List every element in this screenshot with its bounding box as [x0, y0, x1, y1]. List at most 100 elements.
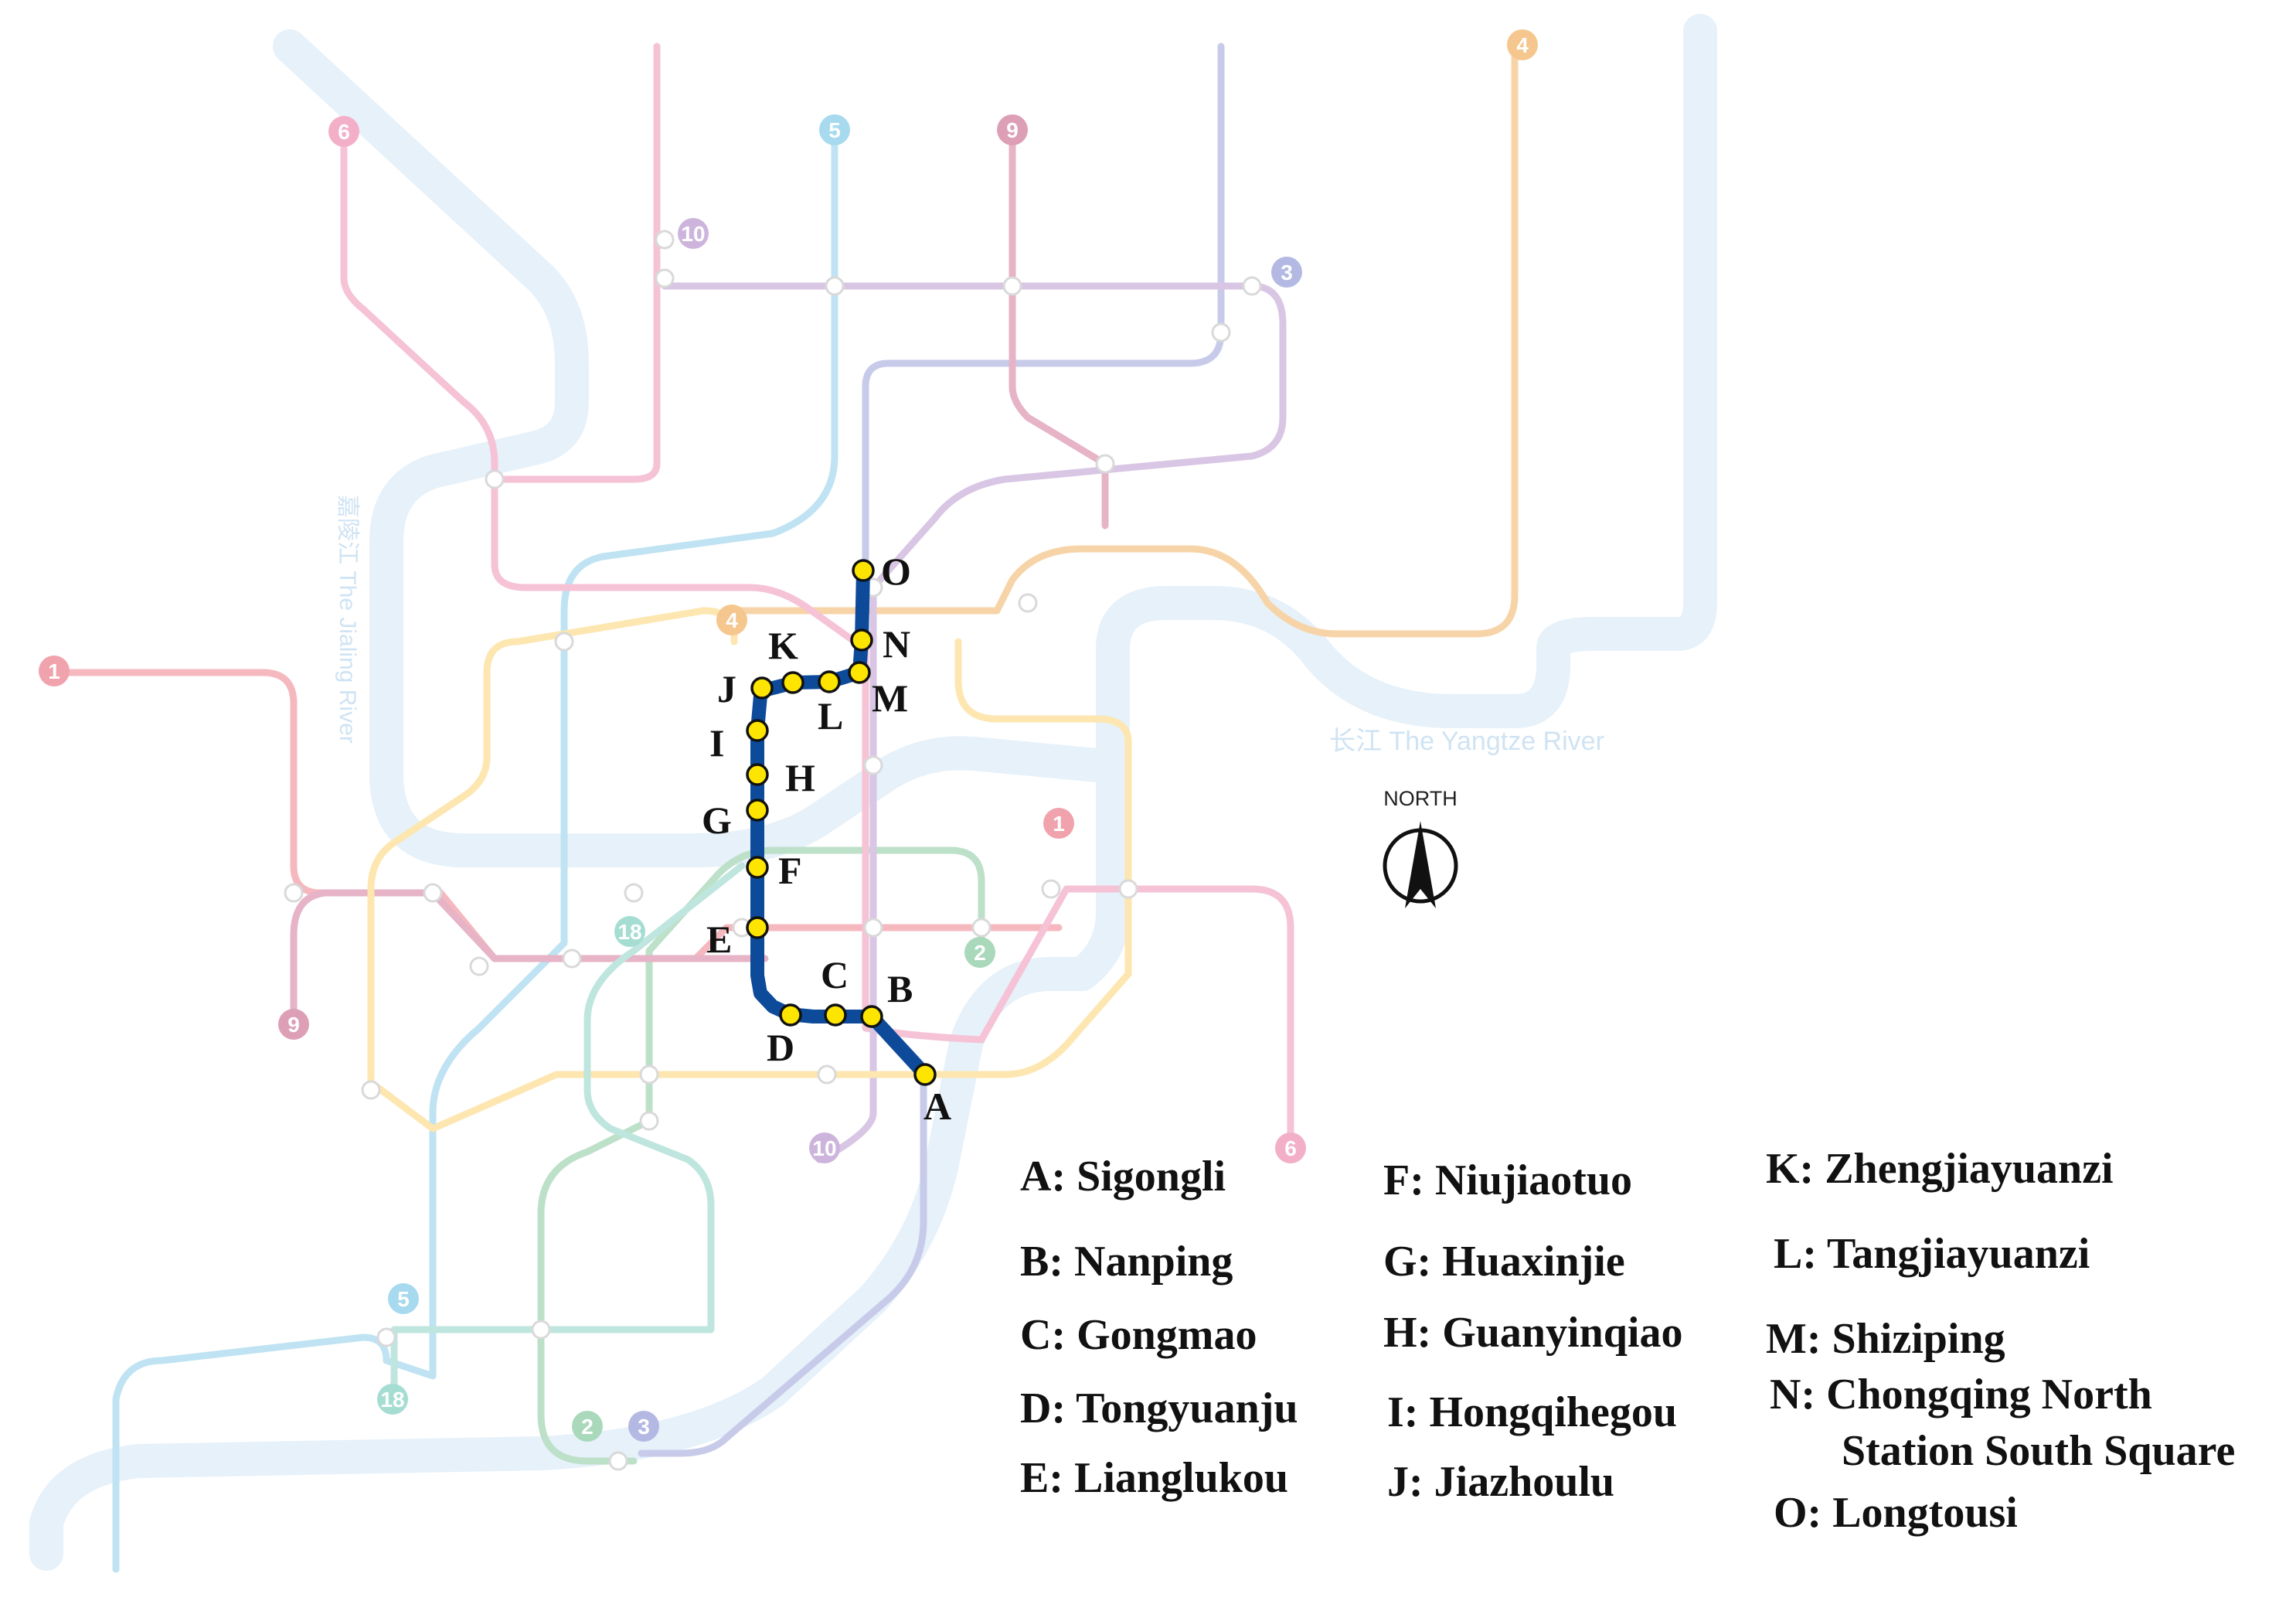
line-4 — [730, 43, 1519, 638]
svg-text:1: 1 — [48, 659, 60, 683]
line-1 — [50, 669, 1063, 962]
station-l[interactable] — [818, 670, 841, 693]
station-label-g: G — [702, 799, 732, 842]
station-j[interactable] — [750, 676, 774, 700]
line-badge-2: 2 — [964, 937, 995, 968]
legend-b: B: Nanping — [1020, 1238, 1233, 1286]
svg-text:9: 9 — [287, 1013, 300, 1037]
line-6 — [340, 128, 1294, 1148]
line-9-north — [1009, 128, 1109, 530]
station-e[interactable] — [746, 916, 769, 939]
line-badge-5: 5 — [819, 114, 850, 145]
jialing-river — [273, 29, 1114, 867]
line-badge-5-south: 5 — [388, 1283, 419, 1314]
station-n[interactable] — [850, 628, 873, 652]
station-m[interactable] — [848, 661, 871, 684]
line-18 — [390, 862, 746, 1395]
line-badge-2-south: 2 — [572, 1411, 603, 1442]
station-label-c: C — [821, 953, 849, 996]
route-stations — [746, 559, 937, 1086]
svg-text:18: 18 — [380, 1388, 404, 1412]
line-2 — [537, 846, 985, 1465]
svg-text:18: 18 — [617, 920, 641, 944]
station-label-d: D — [767, 1026, 794, 1069]
svg-text:4: 4 — [1516, 33, 1529, 57]
station-labels: A B C D E F G H I J K L M N O — [702, 550, 951, 1128]
station-c[interactable] — [824, 1003, 847, 1027]
loop-line — [367, 607, 1132, 1132]
line-badge-1-east: 1 — [1043, 808, 1074, 839]
north-arrow: NORTH — [1383, 787, 1458, 908]
station-k[interactable] — [781, 671, 804, 694]
line-badge-18: 18 — [614, 916, 645, 947]
svg-text:9: 9 — [1006, 118, 1019, 142]
station-g[interactable] — [746, 799, 769, 822]
svg-text:2: 2 — [581, 1415, 594, 1439]
station-b[interactable] — [860, 1005, 883, 1028]
yangtze-river-label: 长江 The Yangtze River — [1329, 727, 1604, 756]
legend-g: G: Huaxinjie — [1383, 1238, 1625, 1286]
legend-e: E: Lianglukou — [1020, 1454, 1288, 1502]
station-label-o: O — [881, 550, 911, 593]
svg-text:6: 6 — [338, 120, 350, 144]
legend-d: D: Tongyuanju — [1020, 1385, 1298, 1432]
line-3 — [638, 43, 1225, 1457]
rivers: 长江 The Yangtze River 嘉陵江 The Jialing Riv… — [29, 14, 1717, 1571]
svg-text:10: 10 — [812, 1136, 836, 1160]
station-label-a: A — [924, 1085, 951, 1128]
line-badge-6-south: 6 — [1275, 1132, 1306, 1163]
line-badge-18-south: 18 — [377, 1384, 408, 1415]
legend-c: C: Gongmao — [1020, 1311, 1257, 1359]
line-badges: 1 1 2 2 3 3 4 4 5 5 6 6 9 9 10 10 18 18 — [39, 29, 1538, 1442]
station-label-n: N — [883, 622, 910, 666]
legend-m: M: Shiziping — [1766, 1315, 2005, 1363]
station-label-l: L — [818, 694, 843, 737]
north-arrow-icon — [1405, 821, 1436, 908]
line-badge-3-south: 3 — [628, 1411, 659, 1442]
line-badge-9-west: 9 — [278, 1009, 309, 1040]
line-9 — [290, 889, 769, 1017]
line-badge-4-west: 4 — [716, 605, 747, 635]
legend: A: Sigongli B: Nanping C: Gongmao D: Ton… — [1020, 1145, 2235, 1537]
line-badge-6: 6 — [328, 116, 359, 147]
svg-text:5: 5 — [828, 118, 841, 142]
station-label-e: E — [706, 918, 732, 961]
line-5 — [112, 128, 838, 1573]
line-badge-4: 4 — [1507, 29, 1538, 60]
jialing-river-label: 嘉陵江 The Jialing River — [335, 495, 360, 744]
line-10 — [661, 282, 1287, 1163]
legend-n-line1: N: Chongqing North — [1770, 1371, 2152, 1419]
line-badge-9: 9 — [997, 114, 1028, 145]
svg-text:3: 3 — [1281, 261, 1293, 284]
legend-a: A: Sigongli — [1020, 1153, 1226, 1201]
station-i[interactable] — [746, 719, 769, 742]
station-d[interactable] — [779, 1003, 802, 1027]
station-label-i: I — [709, 721, 724, 765]
legend-i: I: Hongqihegou — [1387, 1388, 1677, 1436]
north-label: NORTH — [1383, 787, 1458, 810]
station-label-b: B — [887, 967, 913, 1010]
svg-text:1: 1 — [1053, 812, 1065, 836]
svg-text:3: 3 — [638, 1415, 650, 1439]
legend-n-line2: Station South Square — [1842, 1427, 2235, 1475]
station-label-f: F — [778, 849, 802, 892]
svg-text:4: 4 — [726, 608, 738, 632]
station-label-k: K — [768, 624, 798, 667]
legend-f: F: Niujiaotuo — [1383, 1156, 1632, 1204]
legend-j: J: Jiazhoulu — [1387, 1458, 1614, 1506]
legend-k: K: Zhengjiayuanzi — [1766, 1145, 2114, 1193]
line-badge-10: 10 — [678, 218, 709, 249]
line-badge-3: 3 — [1271, 257, 1302, 288]
station-h[interactable] — [746, 763, 769, 786]
line-badge-1: 1 — [39, 656, 70, 686]
background-lines — [50, 43, 1519, 1573]
station-a[interactable] — [913, 1063, 937, 1086]
station-label-j: J — [717, 667, 736, 710]
station-label-m: M — [872, 676, 908, 720]
station-o[interactable] — [852, 559, 875, 582]
station-f[interactable] — [746, 856, 769, 879]
svg-text:6: 6 — [1284, 1136, 1297, 1160]
legend-o: O: Longtousi — [1774, 1489, 2018, 1537]
yangtze-river — [29, 14, 1717, 1571]
